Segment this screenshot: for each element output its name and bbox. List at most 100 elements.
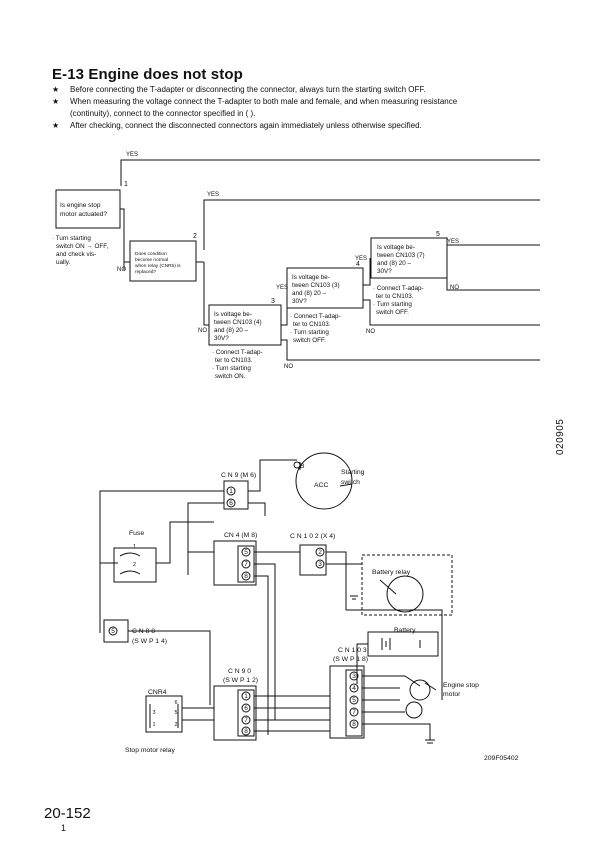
cn90-label-1: C N 9 0 [228,668,251,675]
cn103-label-2: (S W P 1 8) [333,656,368,663]
flow-yes-2: YES [207,192,219,198]
cn90-pin-6: 6 [244,705,248,712]
cn102-pin-3: 3 [318,561,322,568]
flow-step4-q4: 30V? [292,298,307,305]
cnr4-pin-6: 6 [174,700,177,706]
flow-yes-3: YES [276,285,288,291]
flow-step4-a2: ter to CN103. [293,321,331,328]
cnr4-pin-3: 3 [152,710,155,716]
battery-relay-label: Battery relay [372,569,411,576]
flow-step2-q4: replaced? [135,269,156,275]
flow-step1-a3: and check vis- [56,251,96,258]
flow-step2-q3: when relay (CNR5) is [135,263,181,269]
cn103-pin-4: 4 [352,685,356,692]
note-text-2: When measuring the voltage connect the T… [70,97,458,106]
fuse-label: Fuse [129,530,144,537]
flow-step2-q1: Does condition [135,251,167,257]
flow-step3-a4: switch ON. [215,373,246,380]
page-number: 20-152 [44,805,91,822]
note-text-1: Before connecting the T-adapter or disco… [70,85,426,94]
flow-step1-q1: Is engine stop [60,202,101,209]
star-icon: ★ [52,121,60,130]
flow-no-2: NO [198,328,207,334]
terminal-acc-label: ACC [314,482,328,489]
cn4-pin-5: 5 [244,549,248,556]
starting-switch-label-2: switch [341,479,360,486]
flow-step5-q1: Is voltage be- [377,244,415,251]
flow-no-3: NO [284,364,293,370]
cn102-pin-2: 2 [318,549,322,556]
cn4-label: CN 4 (M 8) [224,532,257,539]
flow-step4-a1: · Connect T-adap- [290,313,341,320]
cn102-label: C N 1 0 2 (X 4) [290,533,335,540]
flow-step4-num: 4 [356,261,360,268]
flow-step5-a3: · Turn starting [373,301,412,308]
stop-motor-relay-label: Stop motor relay [125,747,175,754]
cn9-label: C N 9 (M 6) [221,472,256,479]
flow-step5-a4: switch OFF. [376,309,409,316]
cnr4-pin-5: 5 [174,710,177,716]
cn4-pin-8: 8 [244,573,248,580]
flow-step5-q2: tween CN103 (7) [377,252,425,259]
battery-label: Battery [394,627,416,634]
flow-no-5: NO [450,285,459,291]
flow-yes-4: YES [355,256,367,262]
flow-yes-5: YES [447,239,459,245]
cn9-pin-1: 1 [229,488,233,495]
flow-step3-a3: · Turn starting [212,365,251,372]
flow-step4-q1: Is voltage be- [292,274,330,281]
flow-step1-a4: ually. [56,259,70,266]
flow-no-4: NO [366,329,375,335]
engine-stop-motor-label-1: Engine stop [443,682,479,689]
flow-step2-q2: become normal [135,257,168,263]
flow-yes-1: YES [126,152,138,158]
cn9-pin-6: 6 [229,500,233,507]
flow-step3-a1: · Connect T-adap- [212,349,263,356]
flow-step3-num: 3 [271,298,275,305]
star-icon: ★ [52,85,60,94]
terminal-b-label: B [300,463,305,470]
flow-step4-q3: and (8) 20 – [292,290,326,297]
flow-step5-q3: and (8) 20 – [377,260,411,267]
cn90-pin-8: 8 [244,728,248,735]
cnr4-label: CNR4 [148,689,167,696]
flow-step4-q2: tween CN103 (3) [292,282,340,289]
page-mark: 1 [61,823,67,833]
flow-no-1: NO [117,267,126,273]
flow-step4-a3: · Turn starting [290,329,329,336]
flow-step5-a1: · Connect T-adap- [373,285,424,292]
flow-step5-q4: 30V? [377,268,392,275]
cnr4-pin-2: 2 [174,722,177,728]
cn103-pin-7: 7 [352,709,356,716]
cn103-pin-8: 8 [352,721,356,728]
cn103-label-1: C N 1 0 3 [338,647,367,654]
fuse-1-label: 1 [133,544,136,550]
star-icon: ★ [52,97,60,106]
side-code: 020905 [555,418,566,455]
cn103-pin-5: 5 [352,697,356,704]
flow-step3-q3: and (8) 20 – [214,327,248,334]
cn88-label-1: C N 8 8 [132,628,155,635]
note-text-2b: (continuity), connect to the connector s… [70,109,256,118]
flow-step3-a2: ter to CN103. [215,357,253,364]
cn88-pin-5: 5 [111,628,115,635]
cn90-pin-7: 7 [244,717,248,724]
flow-step3-q1: Is voltage be- [214,311,252,318]
cn103-pin-3: 3 [352,673,356,680]
note-text-3: After checking, connect the disconnected… [70,121,422,130]
flow-step5-a2: ter to CN103. [376,293,414,300]
flow-step4-a4: switch OFF. [293,337,326,344]
cn88-label-2: (S W P 1 4) [132,638,167,645]
cn90-pin-1: 1 [244,693,248,700]
flow-step2-num: 2 [193,233,197,240]
flow-step1-a2: switch ON → OFF, [56,243,108,250]
flow-step1-num: 1 [124,181,128,188]
flow-step1-q2: motor actuated? [60,211,107,218]
cn90-label-2: (S W P 1 2) [223,677,258,684]
flow-step1-a1: · Turn starting [52,235,91,242]
flow-step3-q2: tween CN103 (4) [214,319,262,326]
figure-code: 209F05402 [484,755,519,762]
cn4-pin-7: 7 [244,561,248,568]
page-title: E-13 Engine does not stop [52,66,243,83]
starting-switch-label-1: Starting [341,469,365,476]
